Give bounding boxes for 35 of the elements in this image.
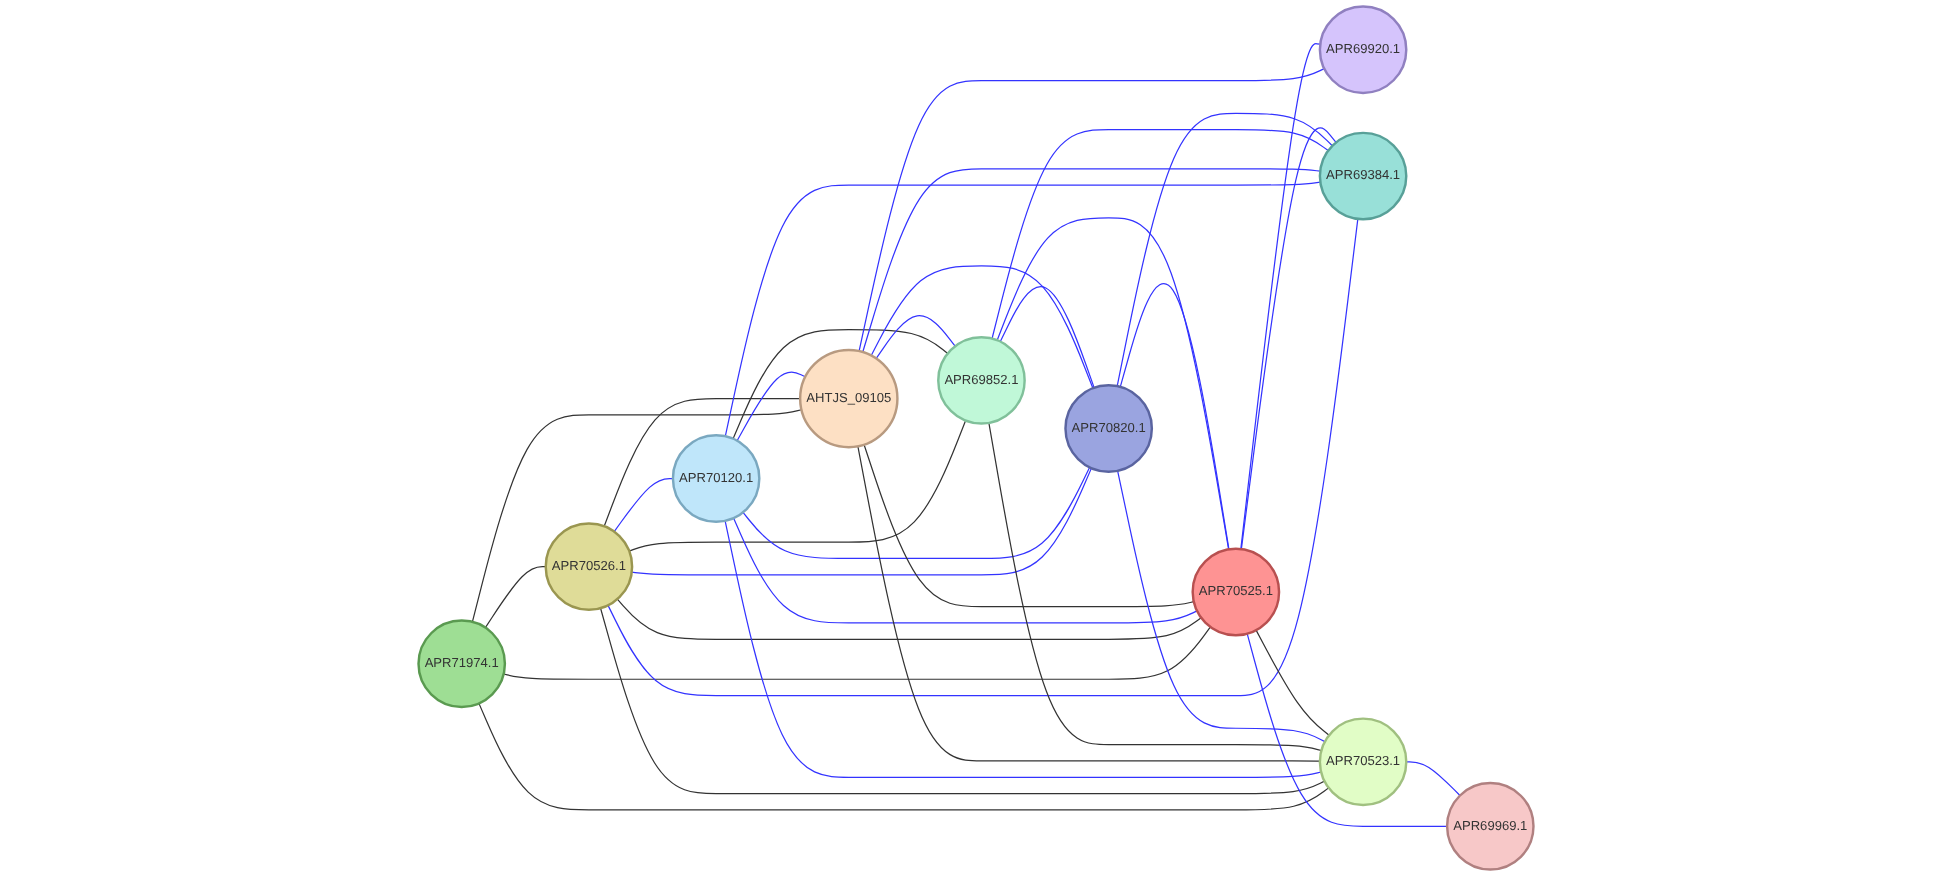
connector [628,419,967,552]
connector [1117,470,1326,743]
connector [1116,112,1333,387]
connector [1405,761,1461,797]
connector [999,286,1095,389]
connector [484,566,547,629]
connector [478,702,1330,811]
connector [862,168,1321,353]
connector [613,477,674,533]
connector [1246,633,1448,827]
connector [724,520,1322,778]
connector [857,445,1321,762]
connector [1255,629,1330,736]
connector [724,181,1321,437]
connector [742,466,1091,560]
connector [607,218,1359,697]
connector [1119,283,1230,550]
connector [996,217,1230,551]
connector [875,315,956,360]
connector [870,265,1094,389]
connector [988,422,1322,752]
connector [616,598,1202,640]
connector [858,68,1325,352]
connector [732,517,1198,624]
connector [1240,127,1337,550]
connector [732,328,949,440]
connector [471,409,803,623]
connector [503,626,1212,680]
connector [599,607,1326,795]
connector [631,467,1093,576]
connector [736,371,806,442]
connector [991,129,1329,340]
connector [1240,43,1321,550]
connector [863,444,1195,608]
connector [603,397,801,527]
